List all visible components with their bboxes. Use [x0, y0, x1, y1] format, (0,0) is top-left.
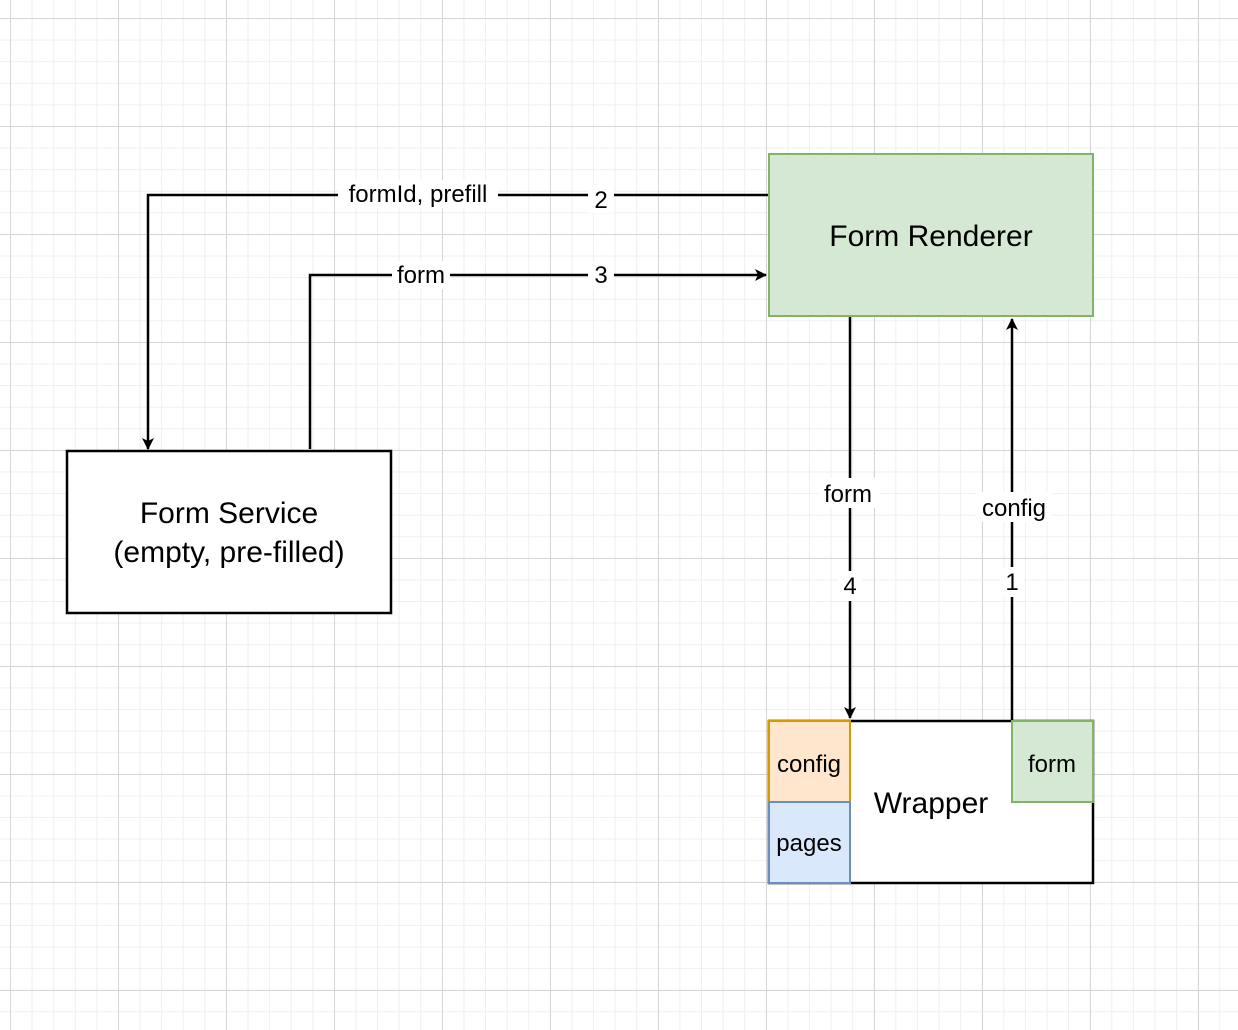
edge-formid-prefill[interactable] [142, 193, 768, 450]
edge-step-bg [588, 261, 614, 289]
node-form-renderer-box[interactable] [768, 153, 1094, 317]
edge-label-bg [338, 180, 498, 208]
node-wrapper-config-label: config [777, 751, 841, 778]
edge-label-bg [818, 478, 880, 508]
edge-label-config-1: config [982, 495, 1046, 522]
node-wrapper-form[interactable] [1011, 720, 1094, 803]
edge-step-bg [588, 185, 614, 213]
edge-label-bg [392, 261, 450, 289]
node-wrapper-pages[interactable] [768, 801, 851, 884]
node-form-service[interactable]: Form Service (empty, pre-filled) [65, 449, 393, 615]
node-form-service-label-line2: (empty, pre-filled) [113, 536, 344, 569]
edge-step-bg [838, 571, 862, 601]
edge-step-3: 3 [594, 262, 607, 289]
edge-form-to-renderer[interactable] [308, 269, 767, 449]
edge-label-form-3: form [397, 262, 445, 289]
edge-step-1: 1 [1005, 569, 1018, 596]
edge-step-bg [1000, 567, 1024, 597]
edge-step-2: 2 [594, 187, 607, 214]
node-form-service-box[interactable] [65, 449, 393, 615]
edge-step-4: 4 [843, 573, 856, 600]
edge-label-formid-prefill: formId, prefill [349, 181, 488, 208]
edge-label-form-4: form [824, 481, 872, 508]
node-wrapper-pages-label: pages [776, 830, 841, 857]
node-form-service-label-line1: Form Service [140, 497, 318, 530]
node-wrapper-form-label: form [1028, 751, 1076, 778]
edge-label-bg [976, 492, 1052, 522]
node-form-renderer[interactable]: Form Renderer [768, 153, 1094, 317]
node-form-renderer-label: Form Renderer [829, 220, 1032, 253]
node-wrapper-label: Wrapper [874, 787, 989, 820]
node-wrapper[interactable]: Wrapper config pages form [767, 719, 1095, 885]
